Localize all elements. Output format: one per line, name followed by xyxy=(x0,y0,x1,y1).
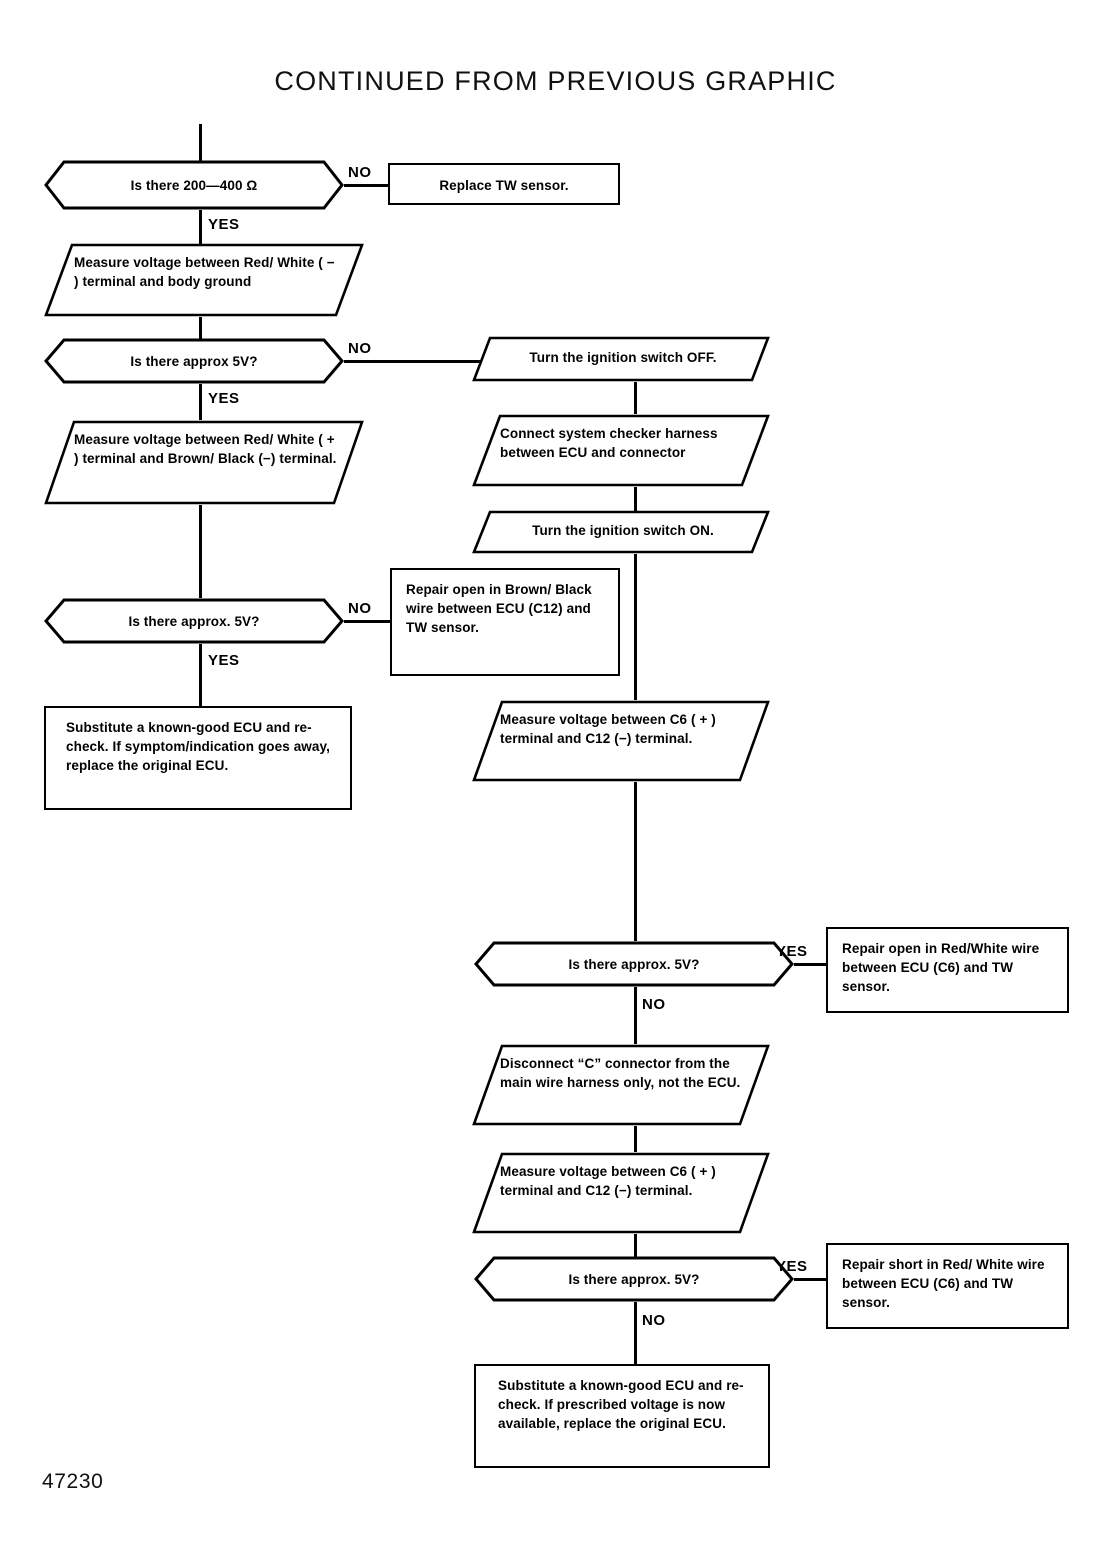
action-substitute-ecu-symptom-label: Substitute a known-good ECU and re-check… xyxy=(66,720,330,773)
parallelogram-shape xyxy=(472,510,770,554)
page-title: CONTINUED FROM PREVIOUS GRAPHIC xyxy=(274,66,837,96)
connector-r4-d4 xyxy=(634,782,637,941)
step-connect-system-checker-label: Connect system checker harness between E… xyxy=(500,426,718,460)
branch-label-d3-yes: YES xyxy=(208,652,240,669)
decision-approx-5v-1[interactable]: Is there approx 5V? xyxy=(44,338,344,384)
step-ignition-off[interactable]: Turn the ignition switch OFF. xyxy=(472,336,770,382)
connector-p2-d3 xyxy=(199,505,202,598)
connector-d3-no xyxy=(344,620,390,623)
action-repair-open-redwhite[interactable]: Repair open in Red/White wire between EC… xyxy=(826,927,1069,1013)
action-replace-tw-sensor[interactable]: Replace TW sensor. xyxy=(388,163,620,205)
connector-d5-no xyxy=(634,1302,637,1364)
parallelogram-shape xyxy=(44,243,364,317)
step-connect-system-checker[interactable]: Connect system checker harness between E… xyxy=(472,414,770,487)
step-measure-c6-c12-2-label: Measure voltage between C6 ( + ) termina… xyxy=(500,1164,716,1198)
branch-label-d1-yes: YES xyxy=(208,216,240,233)
connector-d2-no xyxy=(344,360,490,363)
branch-label-d5-no: NO xyxy=(642,1312,666,1329)
hexagon-shape xyxy=(44,338,344,384)
step-disconnect-c-connector[interactable]: Disconnect “C” connector from the main w… xyxy=(472,1044,770,1126)
connector-r6-d5 xyxy=(634,1234,637,1258)
step-measure-c6-c12-2[interactable]: Measure voltage between C6 ( + ) termina… xyxy=(472,1152,770,1234)
decision-resistance-range[interactable]: Is there 200—400 Ω xyxy=(44,160,344,210)
connector-d2-yes xyxy=(199,384,202,420)
branch-label-d2-no: NO xyxy=(348,340,372,357)
parallelogram-shape xyxy=(472,336,770,382)
branch-label-d5-yes: YES xyxy=(776,1258,808,1275)
connector-r2-r3 xyxy=(634,487,637,511)
step-ignition-on[interactable]: Turn the ignition switch ON. xyxy=(472,510,770,554)
action-substitute-ecu-voltage-label: Substitute a known-good ECU and re-check… xyxy=(498,1378,744,1431)
branch-label-d2-yes: YES xyxy=(208,390,240,407)
action-repair-open-brownblack[interactable]: Repair open in Brown/ Black wire between… xyxy=(390,568,620,676)
connector-d1-no xyxy=(344,184,388,187)
parallelogram-shape xyxy=(472,414,770,487)
connector-d4-no xyxy=(634,987,637,1044)
action-replace-tw-sensor-label: Replace TW sensor. xyxy=(439,178,569,193)
branch-label-d4-no: NO xyxy=(642,996,666,1013)
hexagon-shape xyxy=(44,598,344,644)
step-measure-redwhite-to-ground-label: Measure voltage between Red/ White ( − )… xyxy=(74,255,335,289)
hexagon-shape xyxy=(44,160,344,210)
step-measure-c6-c12-1-label: Measure voltage between C6 ( + ) termina… xyxy=(500,712,716,746)
decision-approx-5v-3[interactable]: Is there approx. 5V? xyxy=(474,941,794,987)
connector-d1-yes xyxy=(199,210,202,245)
figure-number: 47230 xyxy=(42,1470,104,1493)
connector-d4-yes xyxy=(794,963,826,966)
connector-entry xyxy=(199,124,202,166)
action-repair-open-redwhite-label: Repair open in Red/White wire between EC… xyxy=(842,941,1040,994)
action-repair-short-redwhite-label: Repair short in Red/ White wire between … xyxy=(842,1257,1045,1310)
step-measure-redwhite-to-ground[interactable]: Measure voltage between Red/ White ( − )… xyxy=(44,243,364,317)
hexagon-shape xyxy=(474,941,794,987)
branch-label-d4-yes: YES xyxy=(776,943,808,960)
step-measure-c6-c12-1[interactable]: Measure voltage between C6 ( + ) termina… xyxy=(472,700,770,782)
decision-approx-5v-1-label: Is there approx 5V? xyxy=(130,353,258,369)
decision-resistance-range-label: Is there 200—400 Ω xyxy=(130,177,258,193)
parallelogram-shape xyxy=(472,700,770,782)
connector-r5-r6 xyxy=(634,1126,637,1152)
action-substitute-ecu-symptom[interactable]: Substitute a known-good ECU and re-check… xyxy=(44,706,352,810)
branch-label-d3-no: NO xyxy=(348,600,372,617)
branch-label-d1-no: NO xyxy=(348,164,372,181)
decision-approx-5v-2-label: Is there approx. 5V? xyxy=(128,613,260,629)
parallelogram-shape xyxy=(44,420,364,505)
step-measure-redwhite-brownblack-label: Measure voltage between Red/ White ( + )… xyxy=(74,432,337,466)
step-ignition-on-label: Turn the ignition switch ON. xyxy=(532,523,714,538)
connector-r1-r2 xyxy=(634,382,637,414)
action-repair-short-redwhite[interactable]: Repair short in Red/ White wire between … xyxy=(826,1243,1069,1329)
connector-p1-d2 xyxy=(199,317,202,340)
step-measure-redwhite-brownblack[interactable]: Measure voltage between Red/ White ( + )… xyxy=(44,420,364,505)
connector-d5-yes xyxy=(794,1278,826,1281)
decision-approx-5v-4-label: Is there approx. 5V? xyxy=(568,1271,700,1287)
step-disconnect-c-connector-label: Disconnect “C” connector from the main w… xyxy=(500,1056,741,1090)
action-substitute-ecu-voltage[interactable]: Substitute a known-good ECU and re-check… xyxy=(474,1364,770,1468)
decision-approx-5v-3-label: Is there approx. 5V? xyxy=(568,956,700,972)
decision-approx-5v-2[interactable]: Is there approx. 5V? xyxy=(44,598,344,644)
connector-r3-r4 xyxy=(634,554,637,700)
hexagon-shape xyxy=(474,1256,794,1302)
parallelogram-shape xyxy=(472,1152,770,1234)
action-repair-open-brownblack-label: Repair open in Brown/ Black wire between… xyxy=(406,582,592,635)
step-ignition-off-label: Turn the ignition switch OFF. xyxy=(529,350,717,365)
connector-d3-yes xyxy=(199,644,202,706)
decision-approx-5v-4[interactable]: Is there approx. 5V? xyxy=(474,1256,794,1302)
parallelogram-shape xyxy=(472,1044,770,1126)
